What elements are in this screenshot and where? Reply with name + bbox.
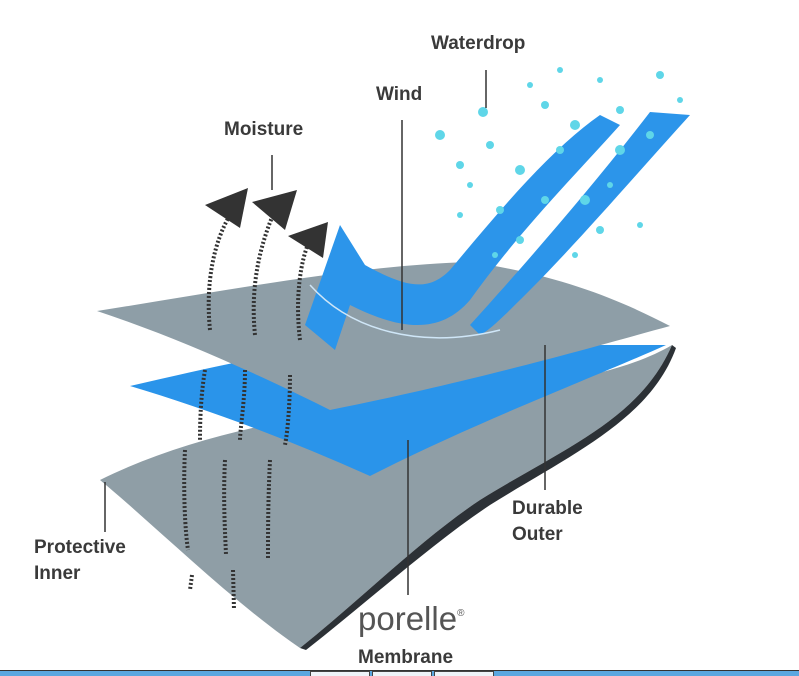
water-drops (435, 67, 683, 258)
label-wind: Wind (376, 84, 423, 105)
wind-ribbon-1 (305, 115, 620, 350)
wind-curve (309, 284, 501, 339)
label-membrane: Membrane (358, 647, 454, 668)
label-durable-outer: Durable Outer (512, 496, 583, 548)
label-protective-inner: Protective Inner (34, 535, 126, 587)
label-protective: Protective (34, 537, 126, 558)
label-moisture: Moisture (224, 119, 304, 140)
registered-mark: ® (457, 608, 465, 619)
logo-text: porelle (358, 600, 458, 637)
moisture-arrowheads (205, 188, 328, 258)
durable-outer-layer (97, 262, 670, 410)
label-inner: Inner (34, 563, 81, 584)
porelle-logo: porelle® (358, 600, 464, 638)
label-durable: Durable (512, 498, 583, 519)
bottom-tab-2[interactable] (372, 671, 432, 676)
bottom-tab-3[interactable] (434, 671, 494, 676)
protective-inner-layer (100, 345, 672, 648)
leader-lines (104, 70, 546, 595)
inner-layer-edge (300, 345, 676, 650)
bottom-tab-1[interactable] (310, 671, 370, 676)
label-outer: Outer (512, 524, 563, 545)
wind-ribbon-2 (470, 112, 690, 335)
moisture-arrows (182, 209, 312, 611)
label-waterdrop: Waterdrop (431, 33, 526, 54)
